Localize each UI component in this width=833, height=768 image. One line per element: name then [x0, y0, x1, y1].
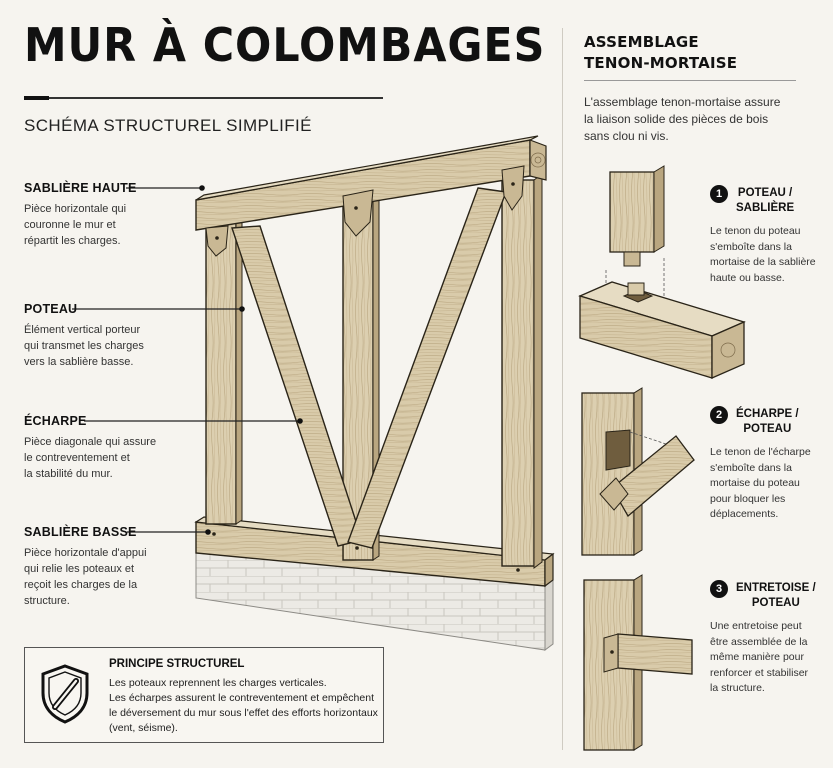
- left-post: [205, 217, 243, 525]
- detail-description: Le tenon du poteau s'emboîte dans la mor…: [710, 225, 816, 284]
- callout-echarpe: ÉCHARPE Pièce diagonale qui assure le co…: [24, 414, 199, 482]
- step-badge: 2: [710, 406, 728, 424]
- callout-title: SABLIÈRE HAUTE: [24, 181, 137, 195]
- joint-detail-echarpe-poteau: [581, 387, 695, 556]
- column-divider: [562, 28, 563, 750]
- page-title: MUR À COLOMBAGES: [24, 18, 546, 72]
- callout-description: Pièce diagonale qui assure le contrevent…: [24, 436, 157, 480]
- callout-title: ÉCHARPE: [24, 414, 87, 428]
- sabliere-haute-beam: [195, 135, 547, 231]
- detail-description: Le tenon de l'écharpe s'emboîte dans la …: [710, 446, 811, 520]
- joint-detail-poteau-sabliere: [578, 165, 746, 379]
- detail-title: ÉCHARPE / POTEAU: [736, 408, 799, 435]
- title-underline-accent: [24, 96, 49, 100]
- detail-echarpe-poteau: 2 ÉCHARPE / POTEAU Le tenon de l'écharpe…: [710, 406, 830, 523]
- right-brace: [347, 187, 507, 549]
- callout-title: POTEAU: [24, 302, 78, 316]
- detail-entretoise-poteau: 3 ENTRETOISE / POTEAU Une entretoise peu…: [710, 580, 830, 697]
- page-subtitle: SCHÉMA STRUCTUREL SIMPLIFIÉ: [24, 116, 312, 135]
- principle-box: PRINCIPE STRUCTUREL Les poteaux reprenne…: [24, 647, 384, 743]
- detail-title: ENTRETOISE / POTEAU: [736, 582, 816, 609]
- callout-dots: [199, 185, 303, 535]
- shield-icon: [41, 664, 89, 724]
- step-badge: 1: [710, 185, 728, 203]
- callout-leaders: [72, 187, 300, 533]
- callout-title: SABLIÈRE BASSE: [24, 525, 137, 539]
- side-intro: L'assemblage tenon-mortaise assure la li…: [584, 95, 781, 143]
- principle-text: Les poteaux reprennent les charges verti…: [109, 677, 378, 734]
- callout-sabliere-basse: SABLIÈRE BASSE Pièce horizontale d'appui…: [24, 525, 199, 609]
- side-title: ASSEMBLAGE TENON-MORTAISE: [584, 33, 738, 72]
- detail-description: Une entretoise peut être assemblée de la…: [710, 620, 809, 694]
- title-underline: [49, 97, 383, 99]
- joint-detail-entretoise-poteau: [583, 574, 693, 751]
- step-badge: 3: [710, 580, 728, 598]
- side-title-rule: [584, 80, 796, 81]
- principle-title: PRINCIPE STRUCTUREL: [109, 658, 245, 670]
- joint-pegs: [205, 165, 525, 572]
- callout-description: Élément vertical porteur qui transmet le…: [24, 324, 144, 368]
- right-post: [501, 173, 543, 569]
- callout-sabliere-haute: SABLIÈRE HAUTE Pièce horizontale qui cou…: [24, 181, 199, 249]
- detail-poteau-sabliere: 1 POTEAU / SABLIÈRE Le tenon du poteau s…: [710, 185, 830, 286]
- callout-description: Pièce horizontale d'appui qui relie les …: [24, 547, 147, 607]
- detail-title: POTEAU / SABLIÈRE: [736, 187, 795, 214]
- callout-description: Pièce horizontale qui couronne le mur et…: [24, 203, 127, 247]
- callout-poteau: POTEAU Élément vertical porteur qui tran…: [24, 302, 199, 370]
